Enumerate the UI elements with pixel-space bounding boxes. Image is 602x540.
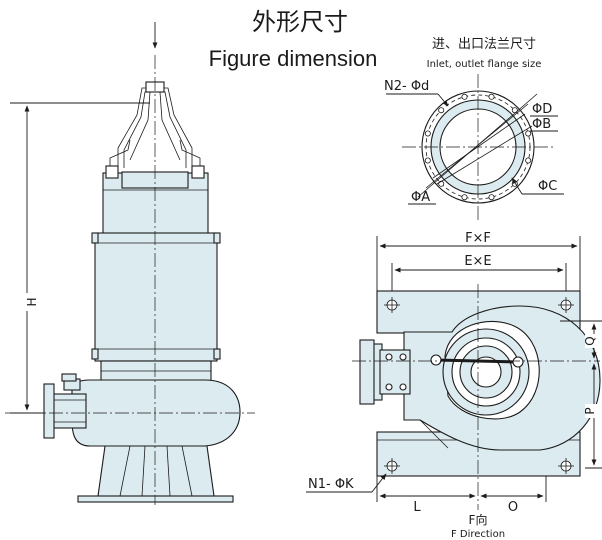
flange-bolt-hole bbox=[461, 194, 468, 201]
side-view: H bbox=[5, 22, 255, 505]
flange-label-d: ΦD bbox=[532, 102, 552, 117]
dim-label-fxf: F×F bbox=[465, 231, 491, 246]
flange-title-english: Inlet, outlet flange size bbox=[427, 59, 542, 70]
dim-label-o: O bbox=[508, 500, 518, 515]
flange-title-chinese: 进、出口法兰尺寸 bbox=[432, 37, 536, 52]
flange-bolt-hole bbox=[525, 157, 532, 164]
dim-label-h: H bbox=[25, 297, 39, 306]
flange-bolt-hole bbox=[424, 130, 431, 137]
flange-label-c: ΦC bbox=[538, 179, 557, 194]
title-chinese: 外形尺寸 bbox=[252, 8, 348, 36]
dim-label-n1k: N1- ΦK bbox=[308, 477, 354, 492]
view-direction-english: F Direction bbox=[451, 529, 505, 540]
flange-view: N2- Φd ΦD ΦB ΦC ΦA bbox=[384, 74, 564, 220]
flange-bolt-hole bbox=[438, 107, 445, 114]
flange-label-a: ΦA bbox=[411, 190, 430, 205]
flange-bolt-hole bbox=[424, 157, 431, 164]
dim-label-exe: E×E bbox=[464, 254, 491, 269]
flange-bolt-hole bbox=[488, 194, 495, 201]
dim-label-q: Q bbox=[583, 336, 597, 345]
flange-bolt-hole bbox=[461, 93, 468, 100]
flange-bolt-hole bbox=[488, 93, 495, 100]
flange-label-b: ΦB bbox=[532, 117, 551, 132]
dim-label-l: L bbox=[413, 500, 421, 515]
plan-view: F×F E×E bbox=[306, 231, 602, 540]
flange-label-n2d: N2- Φd bbox=[384, 79, 429, 94]
title-english: Figure dimension bbox=[209, 46, 378, 71]
flange-bolt-hole bbox=[525, 130, 532, 137]
view-direction-chinese: F向 bbox=[469, 512, 488, 527]
flange-bolt-hole bbox=[438, 180, 445, 187]
dim-label-p: P bbox=[583, 407, 597, 414]
